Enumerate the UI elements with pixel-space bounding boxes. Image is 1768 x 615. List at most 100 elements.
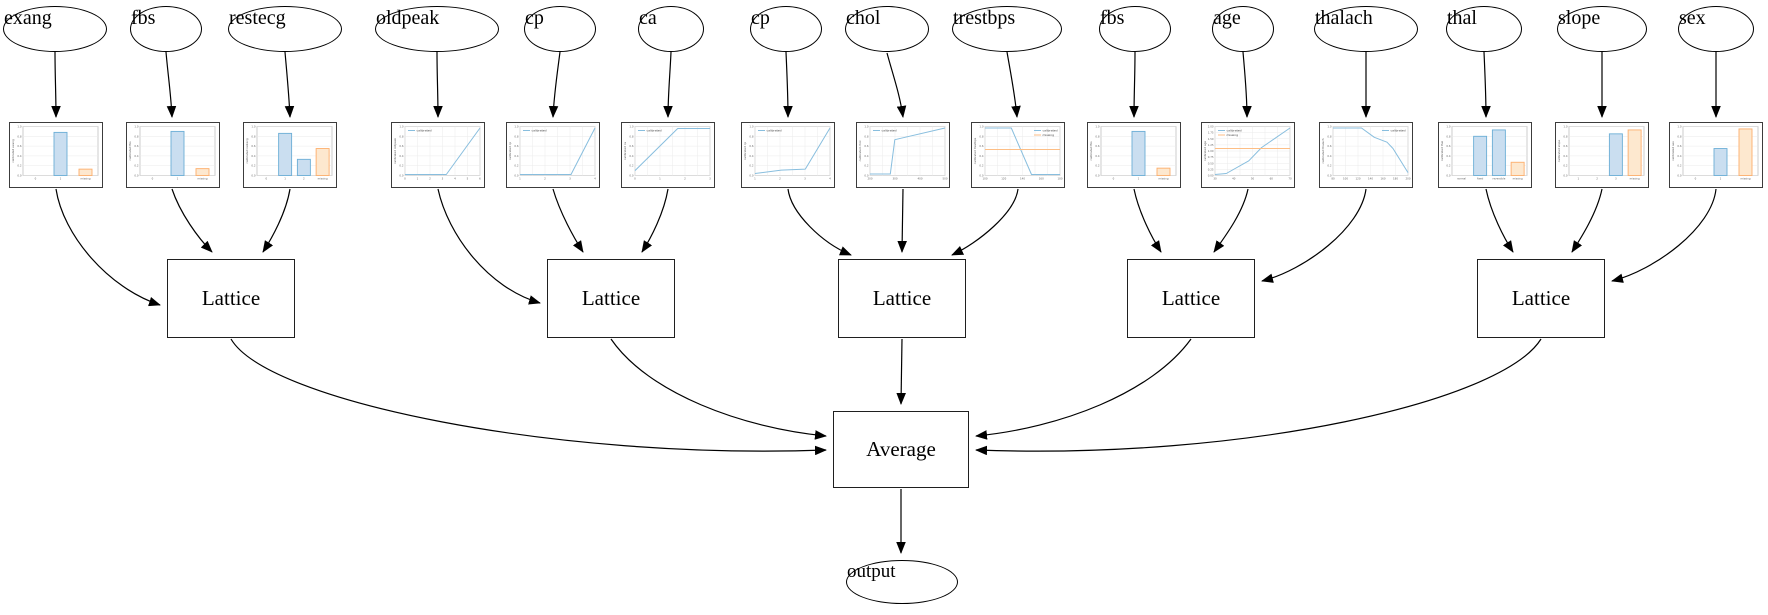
y-axis-label: calibrated exang (11, 139, 15, 163)
y-tick-label: 1.0 (979, 125, 983, 129)
y-tick-label: 0.6 (1677, 144, 1681, 148)
x-tick-label: 2 (1596, 177, 1598, 181)
x-tick-label: 1 (284, 177, 286, 181)
edge-arrow (437, 188, 541, 305)
edge-arrow (1213, 188, 1249, 253)
y-axis-label: calibrated fbs (1089, 141, 1093, 161)
y-axis-label: calibrated restecg (245, 138, 249, 164)
y-tick-label: 0.6 (749, 144, 753, 148)
x-tick-label: 1 (177, 177, 179, 181)
edge-arrow (641, 188, 669, 253)
y-tick-label: 0.8 (1327, 134, 1331, 138)
legend-label: calibrated (1227, 129, 1242, 133)
y-axis-label: calibrated chol (858, 140, 862, 161)
x-tick-label: 1 (1138, 177, 1140, 181)
y-tick-label: 0.0 (399, 174, 403, 178)
x-tick-label: 2 (779, 177, 781, 181)
input-node-label: sex (1679, 7, 1706, 29)
y-tick-label: 0.4 (629, 154, 633, 158)
x-tick-label: 180 (1058, 177, 1063, 181)
input-node-slope: slope (1557, 6, 1647, 52)
x-tick-label: 140 (1020, 177, 1025, 181)
y-tick-label: 0.0 (1327, 174, 1331, 178)
y-axis-label: calibrated ca (623, 142, 627, 160)
edge-arrow (230, 338, 827, 456)
x-tick-label: normal (1457, 177, 1466, 181)
edge-arrow (165, 51, 177, 118)
y-tick-label: 0.2 (514, 164, 518, 168)
y-tick-label: 0.6 (134, 144, 138, 148)
y-axis-label: calibrated thalach (1321, 138, 1325, 164)
x-tick-label: reversible (1492, 177, 1505, 181)
input-node-label: slope (1558, 7, 1601, 29)
average-node-label: Average (866, 437, 936, 461)
y-axis-label: calibrated sex (1671, 141, 1675, 161)
y-tick-label: 1.75 (1208, 131, 1214, 135)
y-tick-label: 2.00 (1208, 125, 1214, 129)
x-tick-label: 100 (1343, 177, 1348, 181)
y-tick-label: 0.2 (134, 164, 138, 168)
y-axis-label: calibrated fbs (128, 141, 132, 161)
legend-label: calibrated (417, 129, 432, 133)
x-tick-label: 120 (1356, 177, 1361, 181)
x-tick-label: 200 (868, 177, 873, 181)
y-axis-label: calibrated thal (1440, 141, 1444, 162)
y-tick-label: 0.4 (749, 154, 753, 158)
edge-arrow (897, 188, 907, 253)
y-tick-label: 1.25 (1208, 143, 1214, 147)
y-tick-label: 0.6 (864, 144, 868, 148)
edge-arrow (783, 51, 793, 118)
edge-arrow (51, 51, 61, 118)
x-tick-label: 5 (467, 177, 469, 181)
x-tick-label: 1 (60, 177, 62, 181)
input-node-label: restecg (229, 7, 286, 29)
y-tick-label: 0.6 (514, 144, 518, 148)
edge-arrow (1611, 188, 1717, 283)
y-tick-label: 0.2 (17, 164, 21, 168)
lattice-node-label: Lattice (1511, 286, 1571, 310)
x-tick-label: 2 (303, 177, 305, 181)
output-node-label: output (847, 561, 896, 582)
y-tick-label: 0.6 (1563, 144, 1567, 148)
y-tick-label: 0.6 (1446, 144, 1450, 148)
edge-arrow (975, 338, 1542, 456)
y-tick-label: 0.2 (399, 164, 403, 168)
y-tick-label: 0.4 (514, 154, 518, 158)
y-axis-label: calibrated age (1203, 141, 1207, 161)
y-tick-label: 0.0 (17, 174, 21, 178)
edge-arrow (975, 338, 1192, 440)
x-tick-label: 60 (1270, 177, 1274, 181)
legend-label: missing (1227, 133, 1239, 137)
y-tick-label: 0.4 (134, 154, 138, 158)
y-tick-label: 0.4 (1095, 154, 1099, 158)
input-node-label: cp (751, 7, 770, 29)
x-tick-label: 0 (404, 177, 406, 181)
y-tick-label: 1.0 (134, 125, 138, 129)
input-node-fbs: fbs (1099, 6, 1171, 52)
y-tick-label: 0.0 (1563, 174, 1567, 178)
input-node-label: ca (639, 7, 657, 29)
legend-label: calibrated (1043, 129, 1058, 133)
x-tick-label: 200 (1406, 177, 1411, 181)
edge-arrow (433, 51, 443, 118)
x-tick-label: 3 (804, 177, 806, 181)
y-tick-label: 0.2 (1327, 164, 1331, 168)
lattice-node-3: Lattice (838, 259, 966, 338)
y-tick-label: 0.8 (251, 134, 255, 138)
input-node-thal: thal (1446, 6, 1522, 52)
x-tick-label: 3 (442, 177, 444, 181)
y-tick-label: 0.8 (864, 134, 868, 138)
y-tick-label: 1.0 (1446, 125, 1450, 129)
x-tick-label: 3 (1615, 177, 1617, 181)
x-tick-label: 0 (634, 177, 636, 181)
edge-arrow (1129, 51, 1139, 118)
edge-arrow (1481, 51, 1491, 118)
x-tick-label: missing (1513, 177, 1523, 181)
